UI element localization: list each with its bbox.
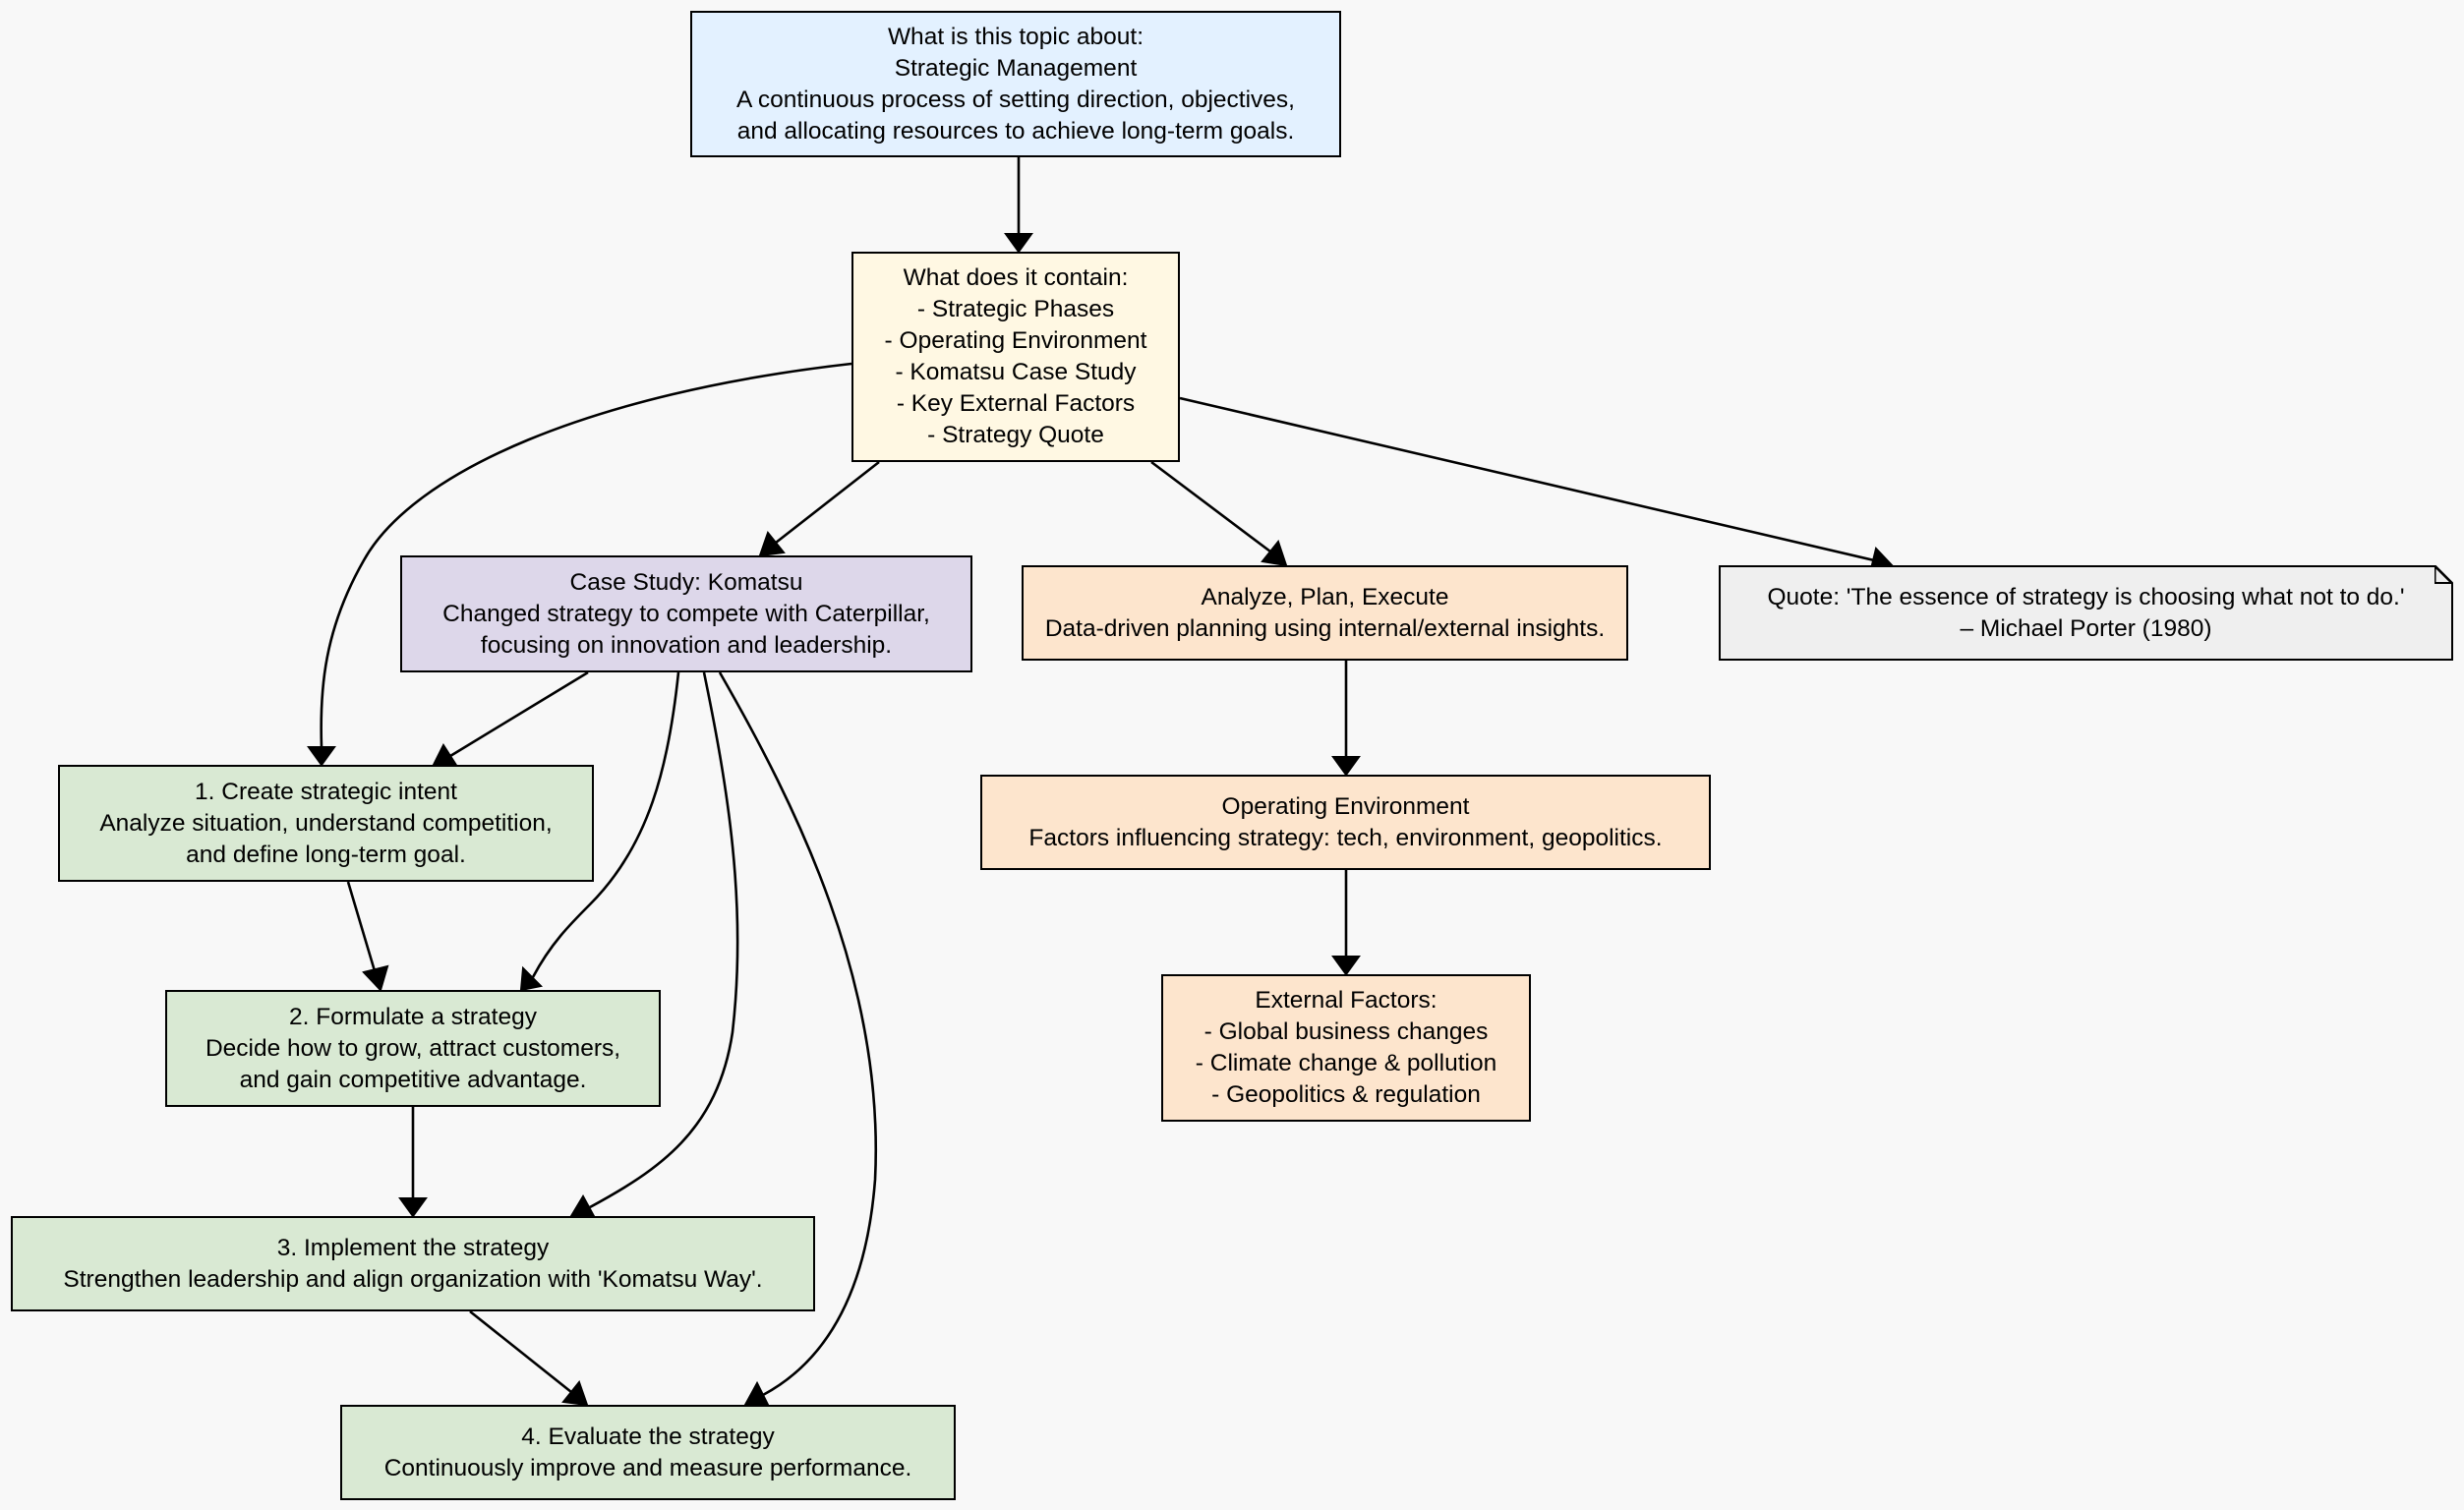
arrowhead-phase1-from-case-study bbox=[432, 742, 459, 769]
analyze-title: Analyze, Plan, Execute bbox=[1201, 583, 1449, 610]
case-study-description-line-2: focusing on innovation and leadership. bbox=[480, 631, 893, 659]
analyze-plan-execute-node: Analyze, Plan, Execute Data-driven plann… bbox=[1022, 565, 1628, 661]
arrowhead-phase2-from-phase1 bbox=[362, 964, 389, 992]
edge-case-study-to-phase2 bbox=[531, 671, 680, 978]
case-study-description-line-1: Changed strategy to compete with Caterpi… bbox=[442, 600, 930, 627]
arrowhead-phase2-from-case-study bbox=[519, 965, 544, 992]
arrowhead-operating-environment-from-analyze bbox=[1331, 756, 1361, 777]
quote-attribution: – Michael Porter (1980) bbox=[1960, 614, 2212, 642]
phase1-description-line-2: and define long-term goal. bbox=[186, 841, 466, 868]
arrowhead-phase3-from-phase2 bbox=[398, 1197, 428, 1218]
topic-description-line-1: A continuous process of setting directio… bbox=[736, 86, 1295, 113]
topic-node: What is this topic about: Strategic Mana… bbox=[690, 11, 1341, 157]
external-factors-item: - Geopolitics & regulation bbox=[1211, 1081, 1481, 1108]
edge-contents-to-analyze bbox=[1150, 460, 1271, 553]
phase2-description-line-1: Decide how to grow, attract customers, bbox=[205, 1034, 621, 1062]
phase4-description: Continuously improve and measure perform… bbox=[383, 1454, 912, 1481]
edge-contents-to-quote bbox=[1179, 396, 1875, 562]
contents-item: - Strategic Phases bbox=[916, 296, 1115, 322]
contents-item: - Operating Environment bbox=[884, 327, 1147, 354]
edge-phase3-to-phase4 bbox=[469, 1309, 572, 1394]
operating-environment-title: Operating Environment bbox=[1221, 792, 1470, 820]
phase3-description: Strengthen leadership and align organiza… bbox=[63, 1265, 763, 1293]
contents-heading: What does it contain: bbox=[903, 264, 1129, 291]
phase3-node: 3. Implement the strategy Strengthen lea… bbox=[11, 1216, 815, 1311]
phase3-title: 3. Implement the strategy bbox=[276, 1234, 550, 1261]
phase2-description-line-2: and gain competitive advantage. bbox=[239, 1066, 587, 1093]
phase1-description-line-1: Analyze situation, understand competitio… bbox=[99, 809, 553, 837]
phase4-title: 4. Evaluate the strategy bbox=[521, 1423, 775, 1450]
phase4-node: 4. Evaluate the strategy Continuously im… bbox=[340, 1405, 956, 1500]
phase2-node: 2. Formulate a strategy Decide how to gr… bbox=[165, 990, 661, 1107]
topic-heading: What is this topic about: bbox=[887, 23, 1144, 50]
contents-node: What does it contain: - Strategic Phases… bbox=[851, 252, 1180, 462]
external-factors-item: - Climate change & pollution bbox=[1195, 1050, 1497, 1076]
phase2-title: 2. Formulate a strategy bbox=[289, 1003, 537, 1030]
edge-case-study-to-phase3 bbox=[589, 671, 739, 1209]
edge-contents-to-case-study bbox=[775, 460, 880, 545]
arrowhead-external-factors-from-operating-environment bbox=[1331, 956, 1361, 976]
operating-environment-node: Operating Environment Factors influencin… bbox=[980, 775, 1711, 870]
topic-description-line-2: and allocating resources to achieve long… bbox=[736, 117, 1295, 145]
arrowhead-case-study-from-contents bbox=[758, 530, 786, 557]
topic-title: Strategic Management bbox=[894, 54, 1138, 82]
external-factors-item: - Global business changes bbox=[1203, 1018, 1489, 1045]
phase1-title: 1. Create strategic intent bbox=[195, 778, 457, 805]
contents-item: - Key External Factors bbox=[896, 390, 1136, 417]
arrowhead-phase4-from-phase3 bbox=[561, 1379, 589, 1407]
case-study-node: Case Study: Komatsu Changed strategy to … bbox=[400, 555, 972, 672]
phase1-node: 1. Create strategic intent Analyze situa… bbox=[58, 765, 594, 882]
arrowhead-phase1-from-contents bbox=[307, 746, 336, 767]
edge-case-study-to-phase4 bbox=[718, 671, 878, 1397]
operating-environment-description: Factors influencing strategy: tech, envi… bbox=[1028, 824, 1663, 851]
analyze-description: Data-driven planning using internal/exte… bbox=[1044, 614, 1606, 642]
contents-item: - Strategy Quote bbox=[927, 422, 1104, 448]
quote-note-node: Quote: 'The essence of strategy is choos… bbox=[1719, 565, 2453, 661]
edge-case-study-to-phase1 bbox=[449, 670, 589, 758]
arrowhead-contents-from-topic bbox=[1004, 233, 1033, 254]
edge-contents-to-phase1 bbox=[320, 362, 852, 748]
arrowhead-analyze-from-contents bbox=[1261, 539, 1288, 567]
external-factors-heading: External Factors: bbox=[1255, 987, 1437, 1014]
external-factors-node: External Factors: - Global business chan… bbox=[1161, 974, 1531, 1122]
contents-item: - Komatsu Case Study bbox=[895, 359, 1137, 385]
quote-text: Quote: 'The essence of strategy is choos… bbox=[1767, 583, 2405, 610]
edge-phase1-to-phase2 bbox=[346, 881, 378, 975]
case-study-title: Case Study: Komatsu bbox=[569, 568, 803, 596]
